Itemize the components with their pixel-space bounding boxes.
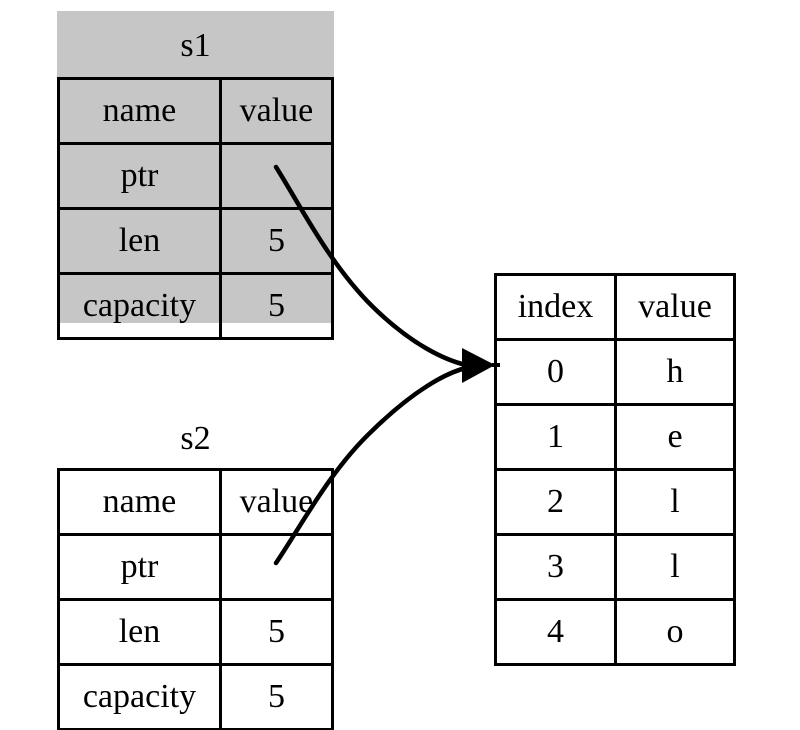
s1-header-name: name [57,77,222,145]
table-row: 1 e [494,403,736,471]
table-row: ptr [57,533,335,601]
s1-title: s1 [180,27,211,64]
struct-s2: s2 name value ptr len 5 capacity 5 [57,402,335,730]
table-row: len 5 [57,598,335,666]
s1-row-2-name: capacity [57,272,222,340]
s2-row-2-value: 5 [218,663,335,730]
s1-highlight-band [57,11,334,77]
s1-row-2-value: 5 [218,272,335,340]
s2-row-2-name: capacity [57,663,222,730]
table-row: len 5 [57,207,335,275]
s1-row-1-value: 5 [218,207,335,275]
s2-row-0-value [218,533,335,601]
struct-s1: s1 name value ptr len 5 capacity 5 [57,11,335,340]
s1-table: name value ptr len 5 capacity 5 [57,77,335,340]
array-table: index value 0 h 1 e 2 l 3 l 4 o [494,273,736,666]
s2-title: s2 [180,420,211,457]
table-row: 0 h [494,338,736,406]
array-row-1-index: 1 [494,403,617,471]
array-row-4-value: o [614,598,736,666]
array-header-index: index [494,273,617,341]
s2-row-1-name: len [57,598,222,666]
s1-header-value: value [218,77,335,145]
s1-row-0-name: ptr [57,142,222,210]
array-row-0-value: h [614,338,736,406]
s2-header-name: name [57,468,222,536]
arrowhead-icon [462,348,495,383]
array-row-3-index: 3 [494,533,617,601]
table-row-header: name value [57,77,335,145]
s2-table: name value ptr len 5 capacity 5 [57,468,335,730]
table-row: ptr [57,142,335,210]
s1-row-0-value [218,142,335,210]
table-row: 3 l [494,533,736,601]
s2-row-0-name: ptr [57,533,222,601]
table-row: capacity 5 [57,663,335,730]
array-row-3-value: l [614,533,736,601]
table-row: capacity 5 [57,272,335,340]
array-row-4-index: 4 [494,598,617,666]
array-row-2-index: 2 [494,468,617,536]
table-row: 2 l [494,468,736,536]
table-row-header: index value [494,273,736,341]
array-row-0-index: 0 [494,338,617,406]
table-row-header: name value [57,468,335,536]
s2-row-1-value: 5 [218,598,335,666]
array-header-value: value [614,273,736,341]
s1-row-1-name: len [57,207,222,275]
table-row: 4 o [494,598,736,666]
array-row-2-value: l [614,468,736,536]
s2-header-value: value [218,468,335,536]
array-row-1-value: e [614,403,736,471]
